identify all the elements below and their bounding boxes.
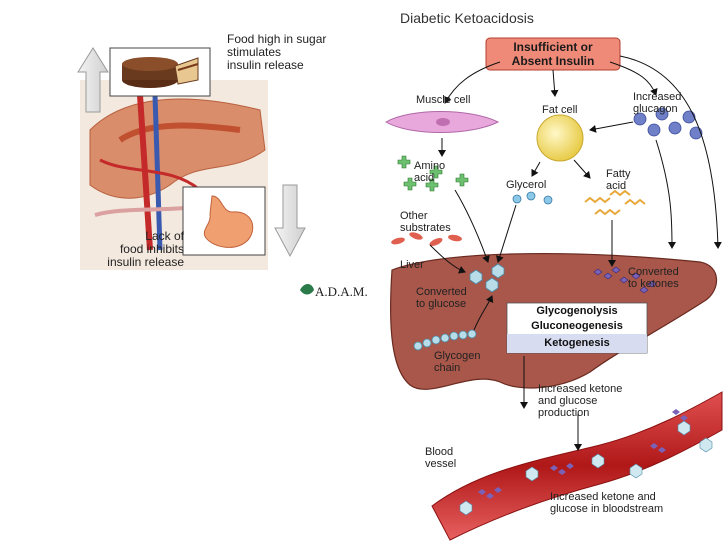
fatty-acid-label: Fatty acid	[606, 168, 631, 192]
up-arrow-icon	[77, 47, 109, 113]
insulin-label: Insufficient or Absent Insulin	[511, 40, 595, 68]
fasting-caption: Lack of food inhibits insulin release	[107, 229, 184, 269]
glucose-hexagons-liver	[469, 263, 505, 293]
ketogenesis-band	[507, 334, 647, 353]
glycerol-icons	[512, 191, 553, 205]
cake-image	[109, 47, 211, 97]
blood-vessel-shape	[431, 391, 723, 541]
glycogen-chain	[413, 329, 477, 351]
converted-ketones-label: Converted to ketones	[628, 266, 679, 290]
glycogen-chain-label: Glycogen chain	[434, 350, 481, 374]
flow-arrows	[429, 55, 722, 451]
process-gluconeogenesis: Gluconeogenesis	[531, 320, 623, 332]
other-substrates-label: Other substrates	[400, 210, 451, 234]
converted-glucose-label: Converted to glucose	[416, 286, 467, 310]
bloodstream-label: Increased ketone and glucose in bloodstr…	[550, 491, 664, 515]
blood-vessel-label: Blood vessel	[425, 446, 457, 470]
glucagon-dots	[633, 107, 703, 140]
fat-cell-label: Fat cell	[542, 104, 578, 116]
amino-acid-label: Amino acid	[414, 160, 446, 184]
other-substrates-icons	[391, 232, 462, 247]
glycerol-label: Glycerol	[506, 179, 547, 191]
adam-logo-icon	[300, 284, 314, 295]
adam-logo-text: A.D.A.M.	[315, 284, 368, 299]
sugar-caption: Food high in sugar stimulates insulin re…	[227, 32, 327, 72]
fat-cell-shape	[536, 114, 584, 162]
amino-acid-icons	[397, 155, 469, 192]
increased-production-label: Increased ketone and glucose production	[538, 383, 623, 419]
glucagon-label: Increased glucagon	[633, 91, 682, 115]
liver-label: Liver	[400, 259, 424, 271]
fatty-acid-icons	[584, 189, 646, 216]
muscle-cell-label: Muscle cell	[416, 94, 471, 106]
process-glycogenolysis: Glycogenolysis	[536, 305, 618, 317]
diagram-title: Diabetic Ketoacidosis	[400, 10, 534, 26]
stomach-image	[182, 186, 266, 256]
muscle-nucleus	[436, 118, 450, 126]
pancreas-illustration	[80, 80, 268, 270]
ketone-diamonds-liver	[593, 266, 657, 294]
down-arrow-icon	[274, 184, 306, 258]
process-ketogenesis: Ketogenesis	[544, 337, 610, 349]
vessel-contents	[459, 409, 713, 516]
